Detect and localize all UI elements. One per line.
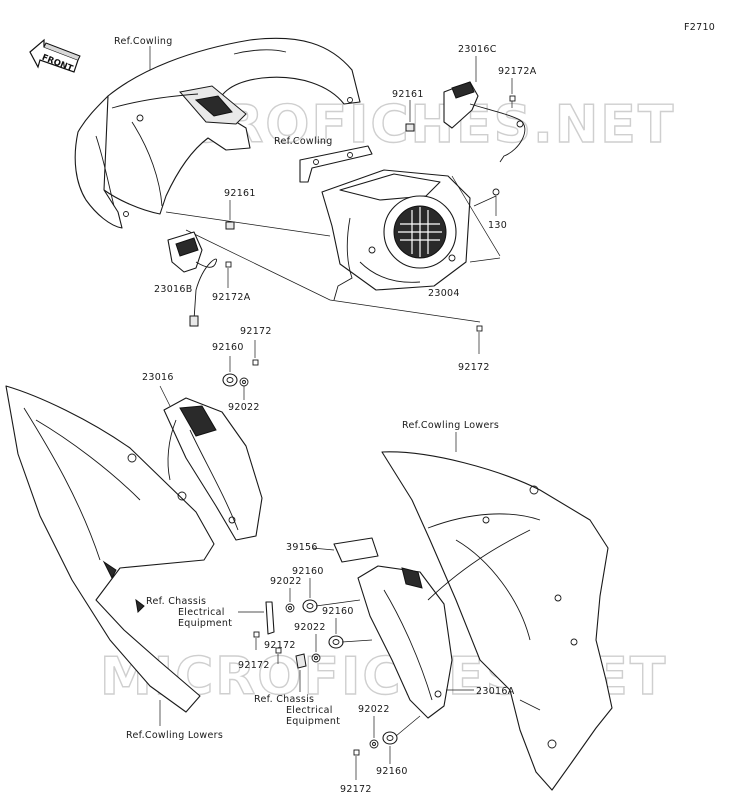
callout-92160-upper: 92160	[212, 342, 244, 353]
callout-92022-b: 92022	[294, 622, 326, 633]
callout-92160-bottom: 92160	[376, 766, 408, 777]
bracket-chassis-2	[295, 653, 307, 669]
grommet-92161-top	[405, 123, 415, 132]
callout-92161-left: 92161	[224, 188, 256, 199]
front-arrow-icon: FRONT	[29, 38, 81, 74]
callout-92160-b: 92160	[322, 606, 354, 617]
callout-ref-chassis-2-line3: Equipment	[286, 716, 340, 727]
bracket-chassis-1	[265, 601, 275, 635]
screw-92172A-top	[509, 95, 516, 108]
callout-ref-cowling-lowers-left: Ref.Cowling Lowers	[126, 730, 223, 741]
callout-92172-upper: 92172	[240, 326, 272, 337]
callout-92160-a: 92160	[292, 566, 324, 577]
callout-23016B: 23016B	[154, 284, 193, 295]
grommet-92160-b	[328, 635, 344, 649]
callout-92022-a: 92022	[270, 576, 302, 587]
grommet-92160-a	[302, 599, 318, 613]
washer-92022-a	[285, 603, 295, 613]
callout-23016: 23016	[142, 372, 174, 383]
callout-23004: 23004	[428, 288, 460, 299]
screw-92172A-left	[225, 261, 232, 288]
turn-signal-23016	[163, 397, 263, 541]
callout-ref-chassis-2-line1: Ref. Chassis	[254, 694, 314, 705]
callout-130: 130	[488, 220, 507, 231]
callout-92022-upper: 92022	[228, 402, 260, 413]
callout-92172-mid: 92172	[458, 362, 490, 373]
callout-92172A-top: 92172A	[498, 66, 537, 77]
right-cowling-lower	[381, 451, 613, 791]
turn-signal-23016C	[443, 81, 526, 163]
screw-92172-mid	[476, 325, 483, 354]
callout-ref-chassis-1-line3: Equipment	[178, 618, 232, 629]
callout-39156: 39156	[286, 542, 318, 553]
screw-92172-b	[275, 647, 282, 664]
turn-signal-23016B	[167, 231, 218, 327]
callout-23016A: 23016A	[476, 686, 515, 697]
foam-39156	[333, 537, 379, 563]
callout-92022-bottom: 92022	[358, 704, 390, 715]
callout-92172-bottom: 92172	[340, 784, 372, 795]
upper-cowling	[74, 37, 361, 229]
callout-92161-top: 92161	[392, 89, 424, 100]
screw-130	[492, 188, 500, 216]
callout-ref-chassis-2-line2: Electrical	[286, 705, 333, 716]
grommet-92160-bottom	[382, 731, 398, 745]
callout-ref-chassis-1-line2: Electrical	[178, 607, 225, 618]
grommet-92161-left	[225, 221, 235, 230]
callout-92172-b: 92172	[238, 660, 270, 671]
callout-92172-a: 92172	[264, 640, 296, 651]
figure-code: F2710	[684, 22, 715, 33]
washer-92022-upper	[239, 377, 249, 387]
grommet-92160-upper	[222, 373, 238, 387]
callout-92172A-left: 92172A	[212, 292, 251, 303]
headlight-23004	[321, 169, 471, 301]
callout-ref-cowling-mid: Ref.Cowling	[274, 136, 333, 147]
screw-92172-bottom	[353, 749, 360, 780]
callout-ref-cowling-lowers-right: Ref.Cowling Lowers	[402, 420, 499, 431]
turn-signal-23016A	[357, 529, 531, 719]
left-cowling-lower	[5, 385, 215, 713]
callout-23016C: 23016C	[458, 44, 497, 55]
screw-92172-a	[253, 631, 260, 650]
washer-92022-b	[311, 653, 321, 663]
washer-92022-bottom	[369, 739, 379, 749]
screw-92172-upper	[252, 340, 259, 366]
callout-ref-cowling-top: Ref.Cowling	[114, 36, 173, 47]
cowling-bracket	[299, 145, 373, 183]
callout-ref-chassis-1-line1: Ref. Chassis	[146, 596, 206, 607]
